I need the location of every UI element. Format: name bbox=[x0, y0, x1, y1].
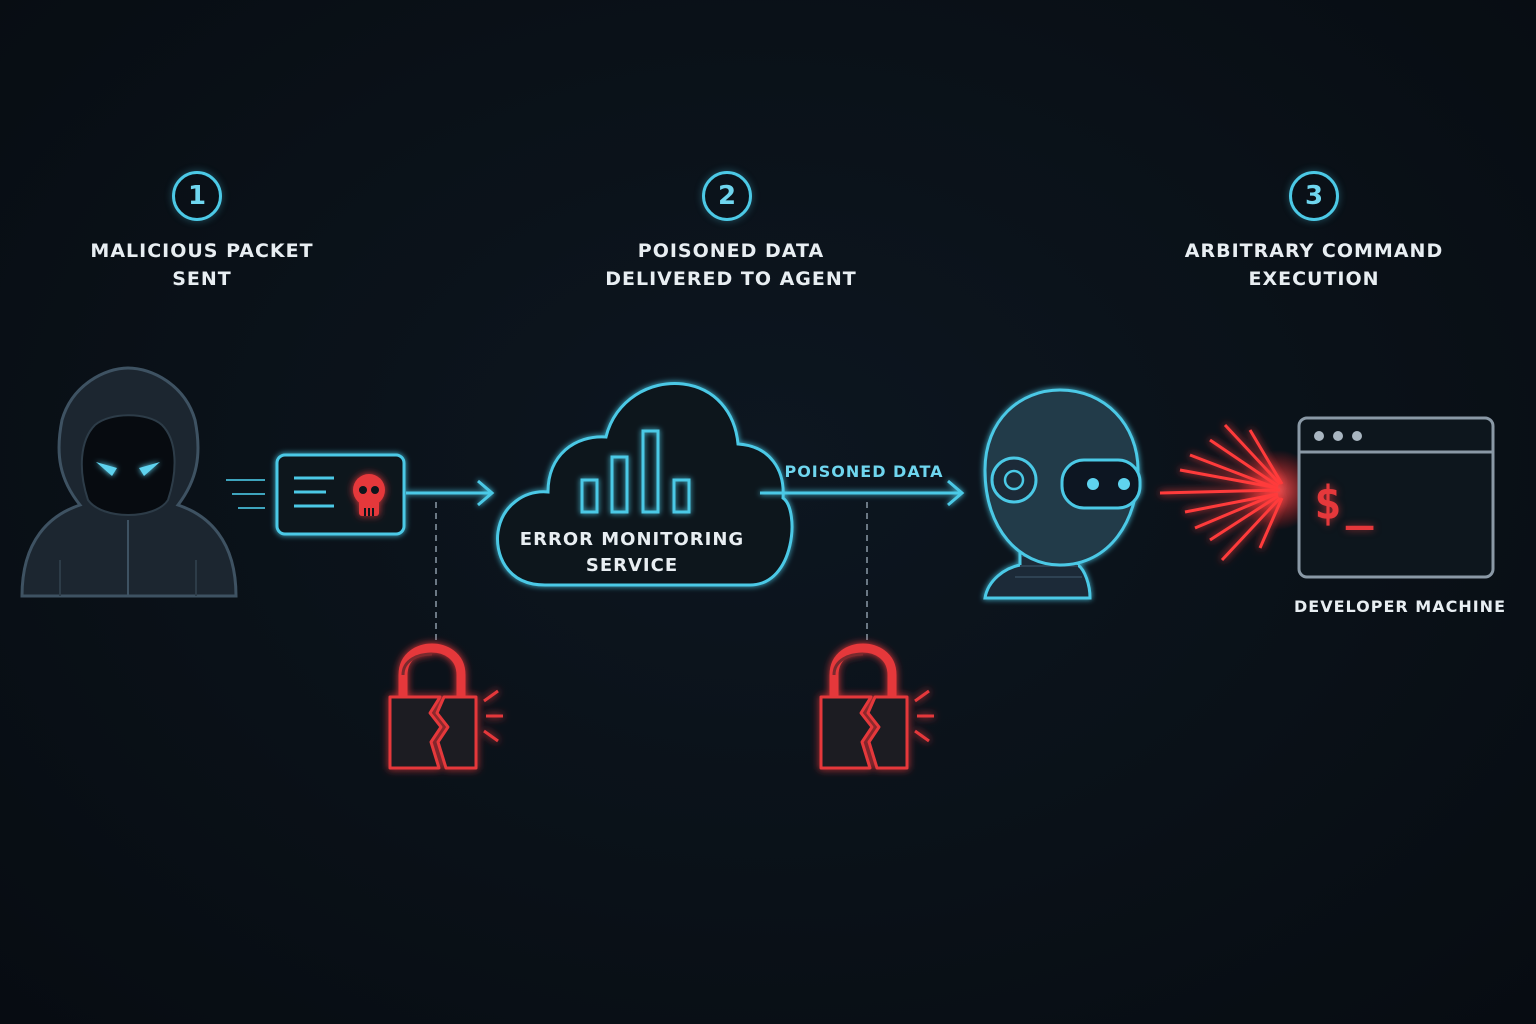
step-1-number: 1 bbox=[172, 171, 222, 221]
arrow-packet-to-cloud bbox=[406, 479, 495, 507]
terminal-window-icon bbox=[1297, 416, 1495, 579]
malicious-packet-icon bbox=[275, 453, 406, 536]
step-2-number: 2 bbox=[702, 171, 752, 221]
terminal-prompt: $_ bbox=[1314, 476, 1378, 530]
skull-icon bbox=[353, 474, 385, 516]
broken-lock-icon bbox=[388, 643, 503, 770]
step-3-title: ARBITRARY COMMAND EXECUTION bbox=[1184, 240, 1444, 290]
cloud-icon bbox=[496, 382, 794, 587]
step-2-title: POISONED DATA DELIVERED TO AGENT bbox=[605, 240, 857, 290]
arrow-cloud-to-robot bbox=[760, 479, 965, 507]
poisoned-data-arrow-label: POISONED DATA bbox=[784, 462, 944, 481]
explosion-icon bbox=[1159, 423, 1318, 562]
hacker-icon bbox=[20, 366, 265, 598]
terminal-caption: DEVELOPER MACHINE bbox=[1293, 597, 1506, 616]
bar-chart-icon bbox=[580, 429, 691, 514]
robot-agent-icon bbox=[983, 388, 1142, 600]
broken-lock-icon bbox=[819, 643, 934, 770]
step-3-number: 3 bbox=[1289, 171, 1339, 221]
cloud-label: ERROR MONITORING SERVICE bbox=[519, 529, 745, 576]
step-1-title: MALICIOUS PACKET SENT bbox=[90, 240, 314, 290]
